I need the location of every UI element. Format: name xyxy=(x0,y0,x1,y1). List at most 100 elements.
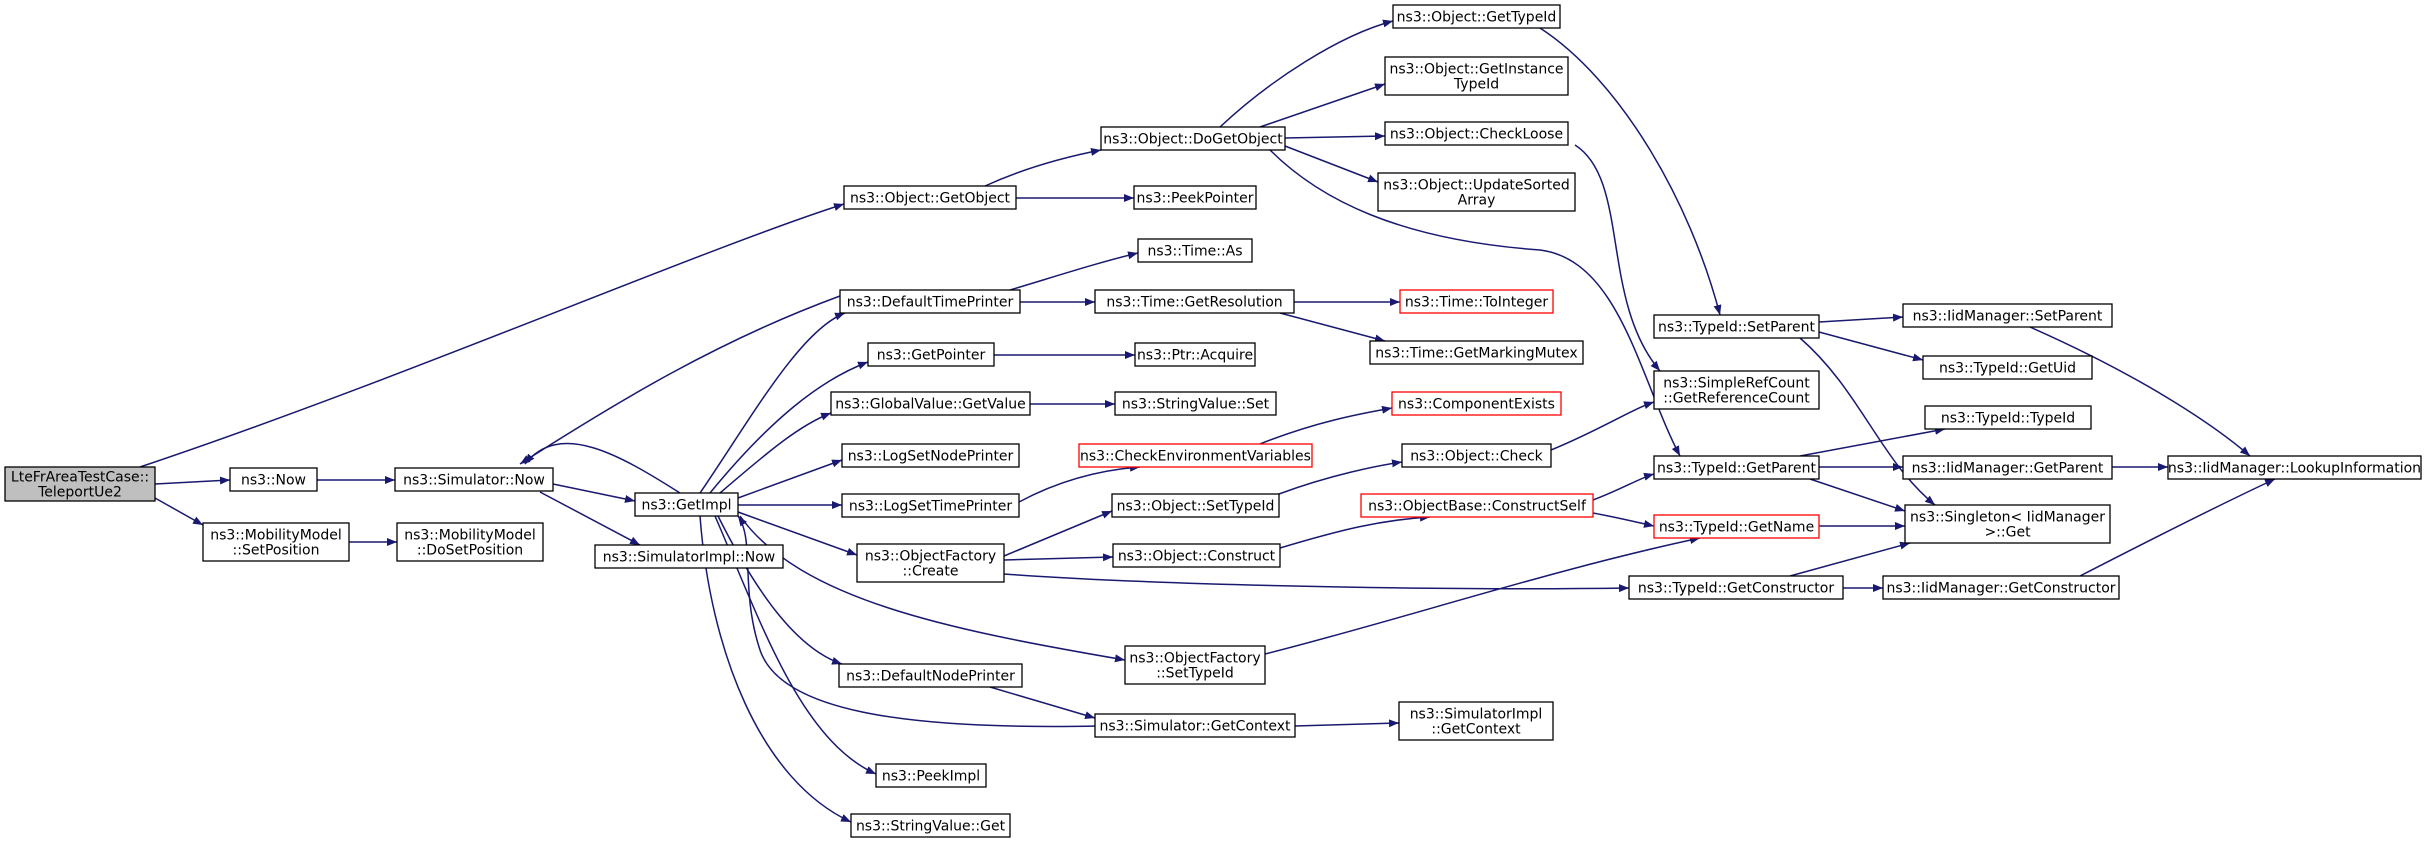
edge-root-to-now xyxy=(154,476,231,485)
node-timemutex[interactable]: ns3::Time::GetMarkingMutex xyxy=(1369,340,1584,365)
node-label: ns3::SimulatorImpl::Now xyxy=(603,550,776,566)
edge-getimpl-to-ofsettid xyxy=(739,515,1126,663)
node-checkenv[interactable]: ns3::CheckEnvironmentVariables xyxy=(1078,443,1313,468)
node-ofsettid[interactable]: ns3::ObjectFactory::SetTypeId xyxy=(1124,645,1266,685)
node-box xyxy=(1360,493,1594,518)
node-label: ns3::ComponentExists xyxy=(1398,397,1555,413)
node-label: ns3::DefaultTimePrinter xyxy=(847,295,1014,311)
node-simimplctx[interactable]: ns3::SimulatorImpl::GetContext xyxy=(1398,701,1554,741)
node-box xyxy=(229,467,318,492)
node-label: ns3::TypeId::GetConstructor xyxy=(1638,581,1834,597)
edge-tidsetparent-to-singleton xyxy=(1799,337,1936,506)
edge-getimpl-to-getpointer xyxy=(709,361,869,494)
node-box xyxy=(1377,172,1576,212)
node-box xyxy=(1628,575,1844,600)
node-label: ::SetPosition xyxy=(233,543,320,559)
node-mmdoset[interactable]: ns3::MobilityModel::DoSetPosition xyxy=(396,522,544,562)
node-label: ::Create xyxy=(903,564,959,580)
edge-setobjtid-to-objcheck xyxy=(1278,459,1403,495)
node-label: ns3::LogSetTimePrinter xyxy=(849,499,1013,515)
node-gvget[interactable]: ns3::GlobalValue::GetValue xyxy=(830,391,1031,416)
edge-getimpl-to-svget xyxy=(699,515,852,823)
edges xyxy=(139,19,2276,823)
node-deftimeprn[interactable]: ns3::DefaultTimePrinter xyxy=(839,289,1021,314)
node-singleton[interactable]: ns3::Singleton< IidManager>::Get xyxy=(1904,504,2111,544)
node-box xyxy=(1398,701,1554,741)
node-timeres[interactable]: ns3::Time::GetResolution xyxy=(1094,289,1295,314)
node-label: ns3::PeekImpl xyxy=(882,769,980,785)
node-timetoint[interactable]: ns3::Time::ToInteger xyxy=(1399,289,1554,314)
edge-deftimeprn-to-timeas xyxy=(1009,251,1139,291)
node-dogetobj[interactable]: ns3::Object::DoGetObject xyxy=(1100,126,1286,151)
node-defnodeprn[interactable]: ns3::DefaultNodePrinter xyxy=(838,663,1023,688)
node-label: ::GetReferenceCount xyxy=(1663,391,1810,407)
node-compexists[interactable]: ns3::ComponentExists xyxy=(1391,391,1562,416)
node-svget[interactable]: ns3::StringValue::Get xyxy=(850,813,1011,838)
node-box xyxy=(1369,340,1584,365)
node-simnow[interactable]: ns3::Simulator::Now xyxy=(394,467,554,492)
node-label: ns3::Time::GetResolution xyxy=(1106,295,1282,311)
node-tidgetuid[interactable]: ns3::TypeId::GetUid xyxy=(1922,355,2093,380)
node-label: ns3::LogSetNodePrinter xyxy=(848,449,1014,465)
node-tidtid[interactable]: ns3::TypeId::TypeId xyxy=(1924,405,2092,430)
node-label: ns3::MobilityModel xyxy=(404,528,536,544)
node-box xyxy=(1112,543,1281,568)
node-simimplnow[interactable]: ns3::SimulatorImpl::Now xyxy=(594,544,784,569)
edge-obconstself-to-tidgetparent xyxy=(1592,472,1655,501)
edge-objcheckloose-to-srcgetref xyxy=(1574,144,1661,372)
node-setobjtid[interactable]: ns3::Object::SetTypeId xyxy=(1111,493,1280,518)
node-simgetctx[interactable]: ns3::Simulator::GetContext xyxy=(1094,713,1296,738)
node-tidgetname[interactable]: ns3::TypeId::GetName xyxy=(1653,514,1820,539)
node-objgettid[interactable]: ns3::Object::GetTypeId xyxy=(1392,4,1561,29)
edge-dogetobj-to-objupdsort xyxy=(1284,145,1379,183)
node-label: ns3::SimulatorImpl xyxy=(1410,707,1543,723)
node-getimpl[interactable]: ns3::GetImpl xyxy=(634,492,739,517)
node-now[interactable]: ns3::Now xyxy=(229,467,318,492)
node-label: LteFrAreaTestCase:: xyxy=(11,470,149,486)
node-tidsetparent[interactable]: ns3::TypeId::SetParent xyxy=(1653,314,1820,339)
node-box xyxy=(202,522,350,562)
node-mmset[interactable]: ns3::MobilityModel::SetPosition xyxy=(202,522,350,562)
node-tidgetparent[interactable]: ns3::TypeId::GetParent xyxy=(1653,455,1820,480)
node-box xyxy=(850,813,1011,838)
node-label: ns3::Object::GetInstance xyxy=(1389,62,1563,78)
node-ptracq[interactable]: ns3::Ptr::Acquire xyxy=(1134,342,1256,367)
node-getobject[interactable]: ns3::Object::GetObject xyxy=(843,185,1017,210)
node-label: ns3::Simulator::GetContext xyxy=(1099,719,1291,735)
edge-ofsettid-to-tidgetname xyxy=(1264,536,1701,655)
node-box xyxy=(634,492,739,517)
node-iidgetparent[interactable]: ns3::IidManager::GetParent xyxy=(1902,455,2113,480)
node-root[interactable]: LteFrAreaTestCase::TeleportUe2 xyxy=(4,466,156,502)
edge-simnow-to-simimplnow xyxy=(539,491,641,546)
node-obconstself[interactable]: ns3::ObjectBase::ConstructSelf xyxy=(1360,493,1594,518)
node-iidgetctor[interactable]: ns3::IidManager::GetConstructor xyxy=(1882,575,2120,600)
node-peekptr[interactable]: ns3::PeekPointer xyxy=(1133,185,1257,210)
node-label: ns3::Simulator::Now xyxy=(403,473,545,489)
node-label: ns3::GlobalValue::GetValue xyxy=(835,397,1025,413)
node-srcgetref[interactable]: ns3::SimpleRefCount::GetReferenceCount xyxy=(1653,370,1820,410)
node-ofcreate[interactable]: ns3::ObjectFactory::Create xyxy=(856,543,1005,583)
node-label: ns3::StringValue::Set xyxy=(1122,397,1270,413)
node-label: ns3::IidManager::LookupInformation xyxy=(2168,461,2421,477)
edge-simgetctx-to-simimplctx xyxy=(1294,719,1400,728)
node-box xyxy=(1924,405,2092,430)
edge-getimpl-to-deftimeprn xyxy=(699,312,846,494)
node-timeas[interactable]: ns3::Time::As xyxy=(1137,238,1253,263)
node-lognode[interactable]: ns3::LogSetNodePrinter xyxy=(841,443,1020,468)
node-objcheck[interactable]: ns3::Object::Check xyxy=(1401,443,1552,468)
node-iidsetparent[interactable]: ns3::IidManager::SetParent xyxy=(1902,303,2113,328)
edge-defnodeprn-to-simgetctx xyxy=(989,686,1096,720)
node-iidlookup[interactable]: ns3::IidManager::LookupInformation xyxy=(2167,455,2422,480)
node-peekimpl[interactable]: ns3::PeekImpl xyxy=(875,763,987,788)
node-objcheckloose[interactable]: ns3::Object::CheckLoose xyxy=(1384,121,1569,146)
edge-ofcreate-to-setobjtid xyxy=(1003,510,1113,557)
node-logtime[interactable]: ns3::LogSetTimePrinter xyxy=(841,493,1020,518)
edge-getimpl-to-lognode xyxy=(737,459,843,499)
node-svset[interactable]: ns3::StringValue::Set xyxy=(1114,391,1277,416)
node-tidgetctor[interactable]: ns3::TypeId::GetConstructor xyxy=(1628,575,1844,600)
node-getpointer[interactable]: ns3::GetPointer xyxy=(867,342,995,367)
node-objconstruct[interactable]: ns3::Object::Construct xyxy=(1112,543,1281,568)
